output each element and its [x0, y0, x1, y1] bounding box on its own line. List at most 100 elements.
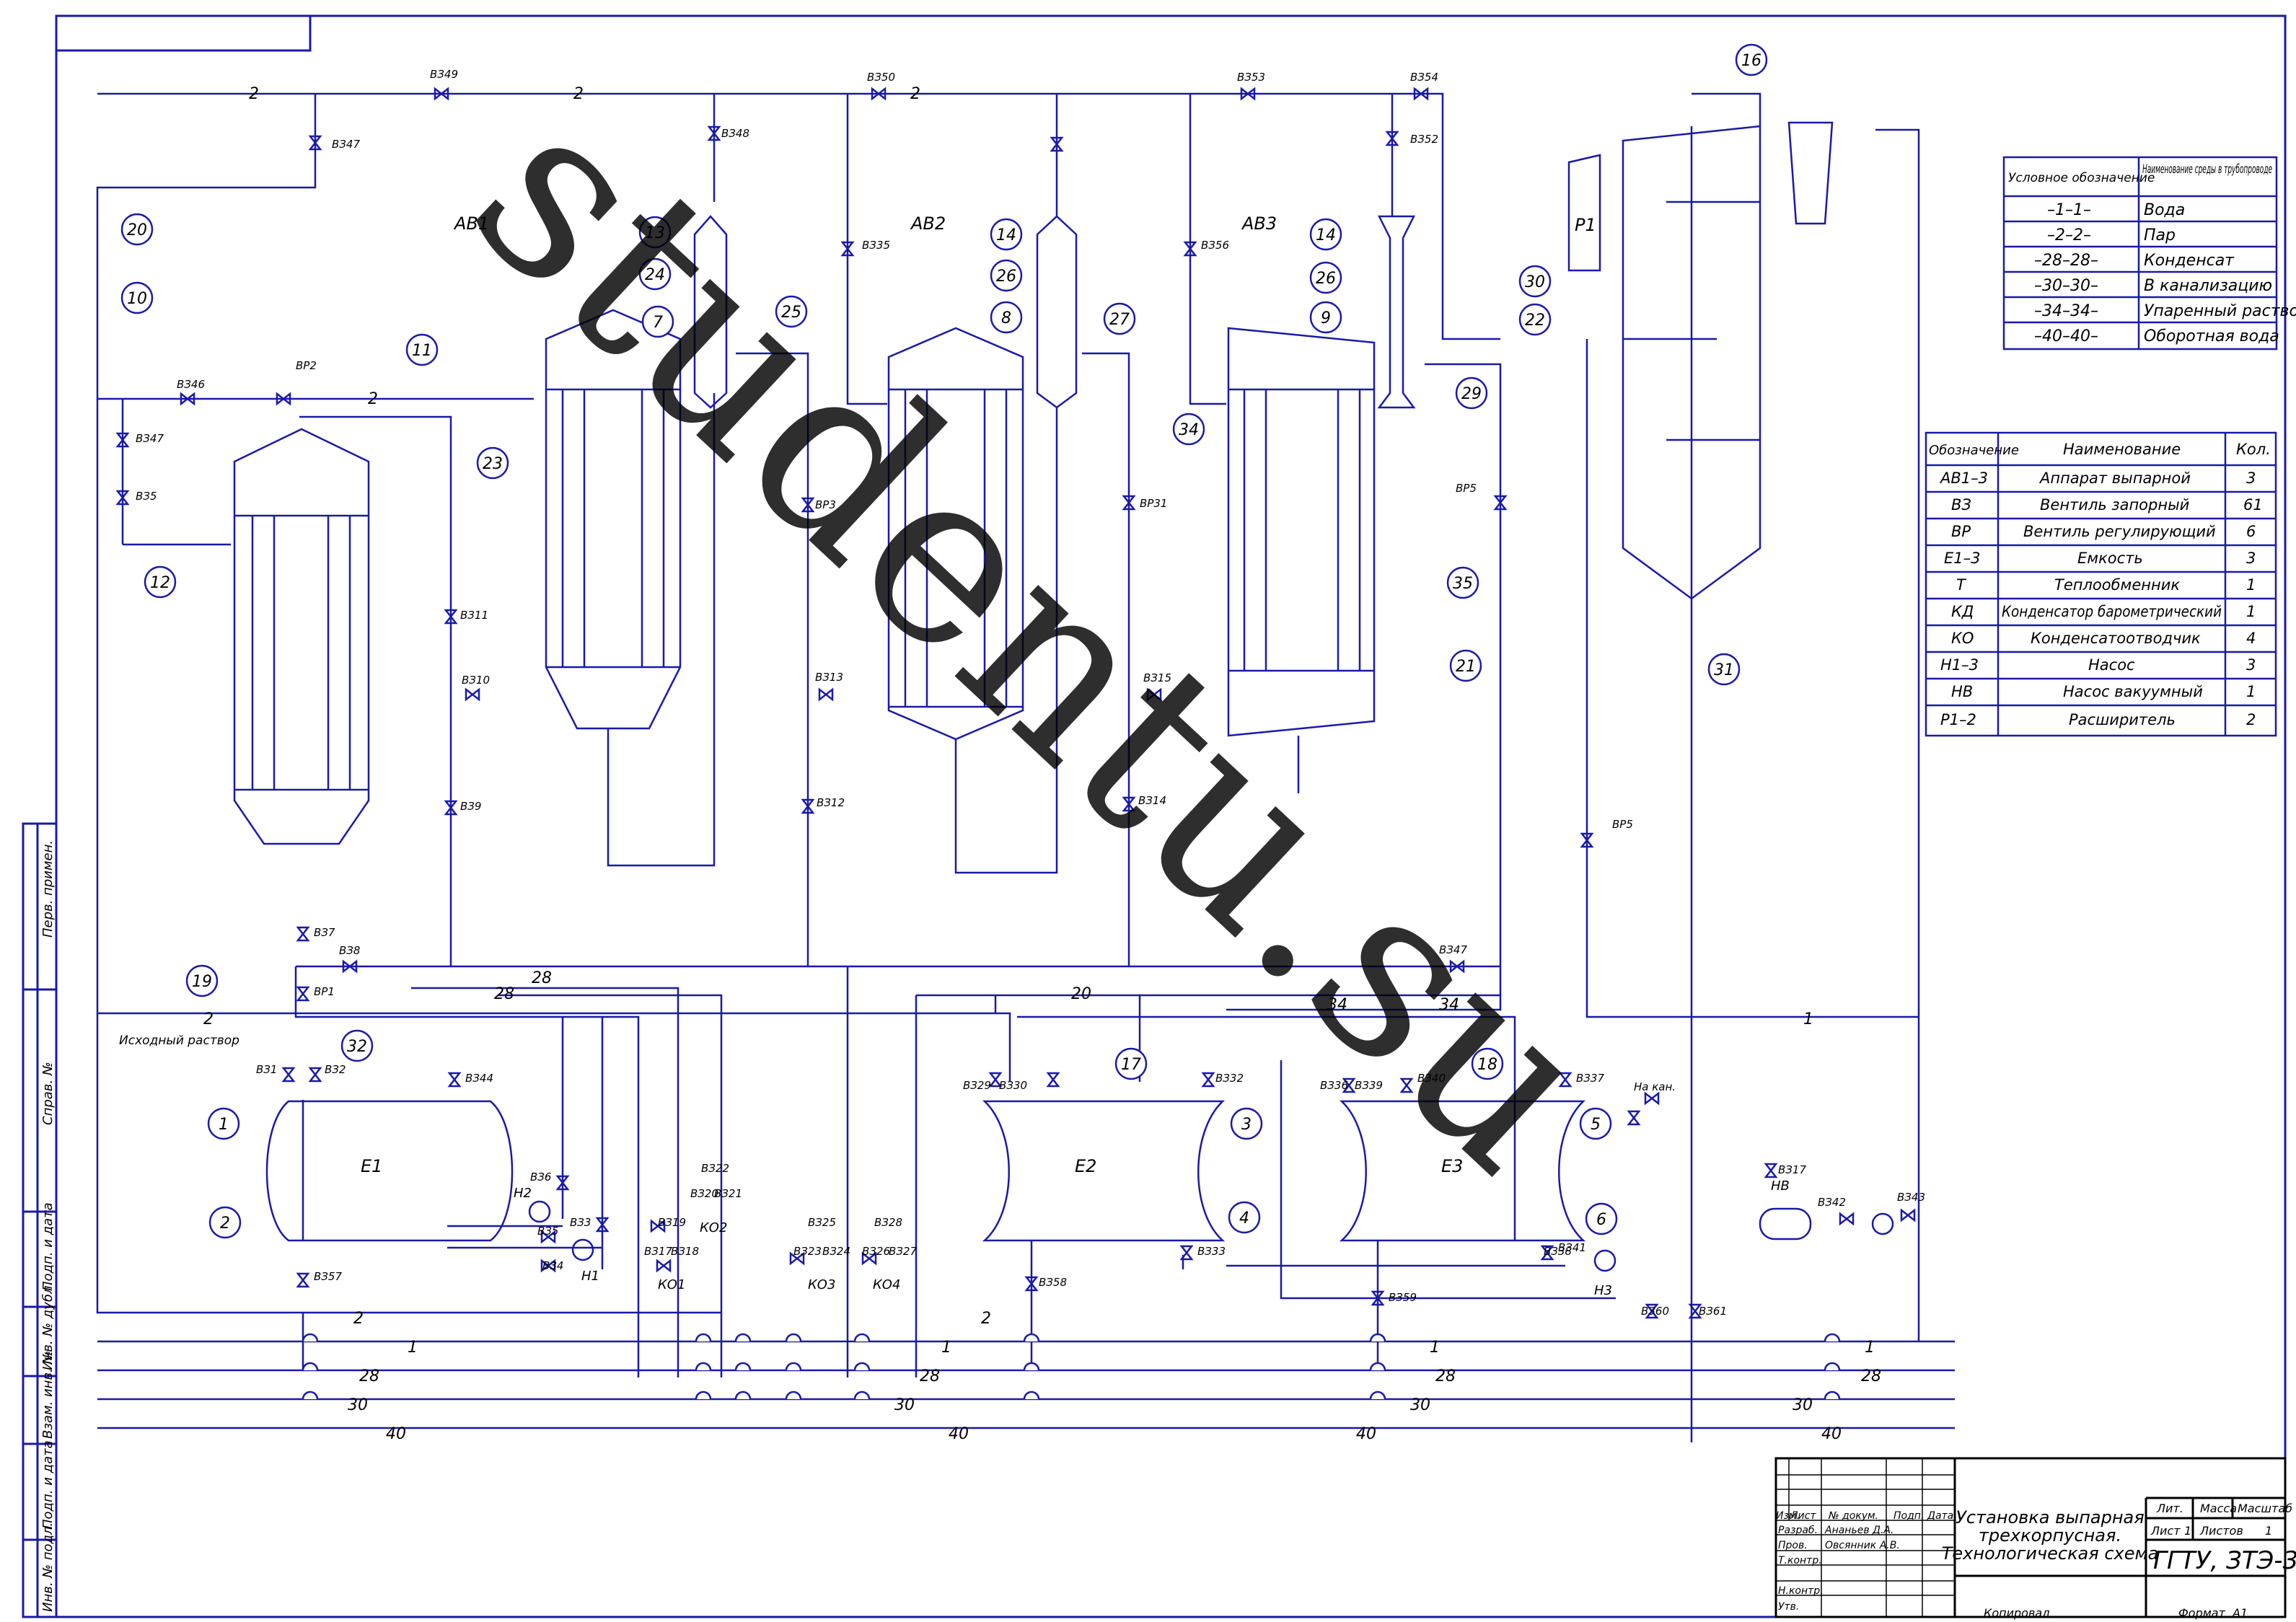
pipe-2-c: 2 [910, 85, 920, 103]
spec-r8-name: Насос [2088, 656, 2135, 674]
spec-r6-qty: 1 [2246, 603, 2256, 620]
valve-label-53: ВЗ36 [1320, 1079, 1348, 1092]
marker-9: 9 [1309, 301, 1342, 334]
valve-label-11: ВР2 [296, 359, 317, 372]
spec-r8-qty: 3 [2246, 656, 2256, 674]
svg-text:4: 4 [1239, 1209, 1249, 1227]
tb-prov: Пров. [1778, 1540, 1808, 1551]
marker-14a: 14 [990, 218, 1023, 251]
spec-col-qty: Кол. [2236, 441, 2271, 458]
svg-text:22: 22 [1525, 312, 1545, 330]
marker-8: 8 [990, 301, 1023, 334]
valve-label-31: ВЗ6 [530, 1171, 551, 1184]
svg-text:8: 8 [1001, 309, 1011, 327]
valve-label-10: ВЗ56 [1201, 239, 1229, 252]
valve-label-20: ВЗ13 [815, 671, 843, 684]
marker-35: 35 [1446, 566, 1479, 599]
spec-r9-name: Насос вакуумный [2063, 683, 2203, 700]
label-n2: Н2 [514, 1186, 532, 1201]
valve-label-64: ВЗ17 [1778, 1163, 1806, 1176]
spec-r6-name: Конденсатор барометрический [2002, 603, 2222, 620]
label-n1: Н1 [581, 1269, 599, 1284]
stamp-inv-podl: Инв. № подл. [40, 1522, 56, 1612]
media-row4-code: –30–30– [2034, 277, 2098, 295]
pipe-20: 20 [1071, 985, 1091, 1003]
valve-label-3: ВЗ53 [1237, 71, 1265, 84]
pipe-2-e: 2 [203, 1010, 214, 1028]
valve-label-58: ВЗ38 [1544, 1245, 1572, 1258]
marker-26b: 26 [1309, 261, 1342, 294]
valve-label-9: ВЗ35 [862, 239, 890, 252]
svg-text:12: 12 [150, 574, 170, 592]
stamp-inv-dubl: Инв. № дубл. [40, 1282, 56, 1370]
evaporator-av3 [1227, 215, 1416, 793]
label-nv: НВ [1771, 1178, 1790, 1194]
tb-razrab: Разраб. [1778, 1525, 1818, 1536]
tb-tkontr: Т.контр. [1778, 1555, 1822, 1566]
svg-text:32: 32 [347, 1038, 367, 1056]
pipe-2-b: 2 [573, 85, 584, 103]
svg-text:19: 19 [192, 973, 212, 991]
valve-label-12: ВЗ47 [136, 432, 164, 445]
spec-r3-code: ВР [1951, 523, 1971, 540]
label-p1: Р1 [1575, 215, 1596, 235]
stamp-podp1: Подп. и дата [40, 1202, 56, 1291]
label-av2: АВ2 [910, 213, 946, 234]
valve-label-44: ВЗ24 [822, 1245, 850, 1258]
spec-r6-code: КД [1951, 603, 1974, 620]
valve-label-42: ВЗ25 [808, 1216, 836, 1229]
marker-7: 7 [641, 305, 674, 338]
marker-6: 6 [1585, 1202, 1618, 1235]
valve-label-23: ВЗ14 [1138, 794, 1166, 807]
pipe-28-b: 28 [920, 1367, 940, 1385]
pipe-30-a: 30 [348, 1396, 368, 1414]
valve-label-17: ВЗ11 [460, 609, 488, 622]
media-row3-name: Конденсат [2144, 252, 2235, 270]
valve-label-55: ВЗ37 [1576, 1072, 1604, 1085]
spec-r7-name: Конденсатоотводчик [2031, 630, 2201, 647]
marker-3: 3 [1230, 1107, 1263, 1140]
marker-24: 24 [638, 257, 672, 291]
svg-text:21: 21 [1456, 658, 1476, 676]
marker-17: 17 [1114, 1047, 1148, 1080]
label-ko3: КО3 [808, 1277, 835, 1292]
media-row5-code: –34–34– [2034, 302, 2098, 320]
spec-r2-name: Вентиль запорный [2040, 496, 2189, 514]
pipe-1-c: 1 [1430, 1339, 1440, 1357]
marker-32: 32 [340, 1029, 374, 1062]
tb-sheet: Лист [2150, 1524, 2181, 1538]
pipe-2-g: 2 [981, 1310, 991, 1328]
valve-label-47: ВЗ27 [889, 1245, 917, 1258]
valve-label-1: ВЗ49 [430, 68, 458, 81]
spec-r1-qty: 3 [2246, 470, 2256, 487]
spec-r9-code: НВ [1951, 683, 1973, 700]
tb-sheet-no: 1 [2184, 1524, 2191, 1538]
svg-text:18: 18 [1477, 1056, 1497, 1074]
valve-label-48: ВЗ29 [963, 1079, 991, 1092]
svg-text:25: 25 [781, 304, 801, 322]
tb-data: Дата [1927, 1510, 1953, 1522]
valve-label-37: ВЗ20 [690, 1187, 718, 1200]
pipe-28-c: 28 [1435, 1367, 1456, 1385]
media-row5-name: Упаренный раствор [2144, 302, 2296, 320]
media-row2-code: –2–2– [2047, 226, 2091, 244]
valve-label-5: ВЗ47 [332, 138, 360, 151]
margin-stamp: Перв. примен. Справ. № Подп. и дата Инв.… [40, 840, 56, 1612]
spec-r1-code: АВ1–3 [1939, 470, 1988, 487]
svg-text:11: 11 [412, 342, 432, 360]
svg-text:29: 29 [1461, 385, 1482, 403]
media-row4-name: В канализацию [2144, 277, 2272, 295]
marker-10: 10 [120, 281, 154, 314]
valve-label-30: ВЗ44 [465, 1072, 493, 1085]
valve-label-54: ВЗ39 [1355, 1079, 1383, 1092]
media-col-code: Условное обозначение [2008, 171, 2155, 185]
pipe-1-e: 1 [1803, 1010, 1813, 1028]
marker-20: 20 [120, 213, 154, 246]
spec-r5-code: Т [1956, 576, 1967, 594]
pipe-1-b: 1 [941, 1339, 951, 1357]
tb-nkontr: Н.контр. [1778, 1585, 1824, 1597]
svg-text:5: 5 [1591, 1116, 1601, 1134]
pipe-30-d: 30 [1793, 1396, 1813, 1414]
pipe-1-d: 1 [1865, 1339, 1875, 1357]
tank-e2 [982, 1100, 1226, 1242]
